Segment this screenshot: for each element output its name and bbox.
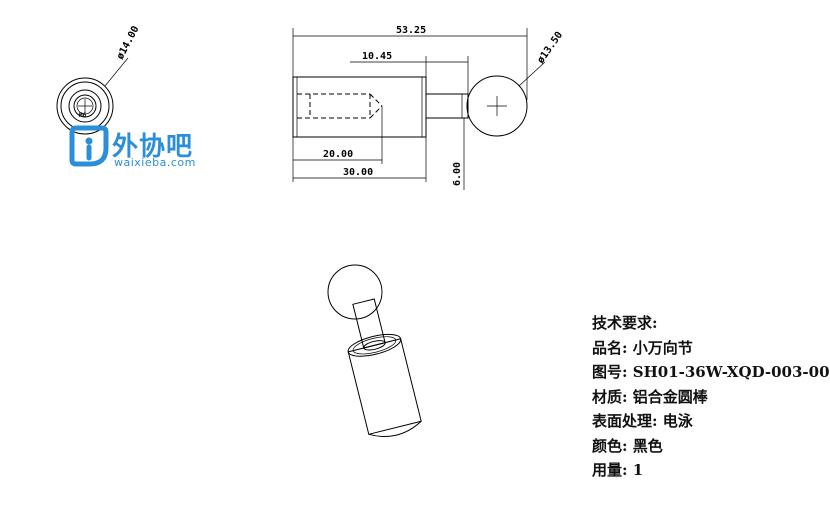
- dim-overall: 53.25: [396, 25, 426, 36]
- waixieba-logo-icon: [69, 125, 109, 167]
- dim-neck-length: 10.45: [362, 51, 392, 62]
- dim-end-diameter: ø14.00: [115, 24, 142, 61]
- logo-url: waixieba.com: [114, 156, 196, 169]
- tech-drawing-number: 图号: SH01-36W-XQD-003-00: [592, 363, 830, 381]
- tech-title: 技术要求:: [592, 314, 658, 332]
- tech-color: 颜色: 黑色: [592, 436, 663, 455]
- logo-brand: 外协吧: [112, 132, 194, 162]
- end-view: M6 ø14.00: [56, 24, 142, 135]
- technical-drawing: M6 ø14.00 53.25 10.45 ø13.50: [56, 24, 565, 438]
- dim-ball-diameter: ø13.50: [535, 30, 565, 66]
- tech-surface: 表面处理: 电泳: [592, 412, 693, 430]
- tech-quantity: 用量: 1: [592, 461, 644, 479]
- watermark-logo: 外协吧 waixieba.com: [68, 124, 218, 174]
- technical-requirements: 技术要求: 品名: 小万向节 图号: SH01-36W-XQD-003-00 材…: [592, 311, 830, 483]
- dim-neck-diameter: 6.00: [452, 162, 463, 186]
- front-view: 53.25 10.45 ø13.50 20.00 30.00 6.00: [292, 25, 565, 190]
- dim-body-length: 30.00: [343, 167, 373, 178]
- thread-label: M6: [79, 112, 87, 119]
- tech-material: 材质: 铝合金圆棒: [592, 387, 708, 406]
- isometric-view: [327, 264, 422, 438]
- tech-name: 品名: 小万向节: [592, 338, 693, 357]
- dim-hole-depth: 20.00: [323, 149, 353, 160]
